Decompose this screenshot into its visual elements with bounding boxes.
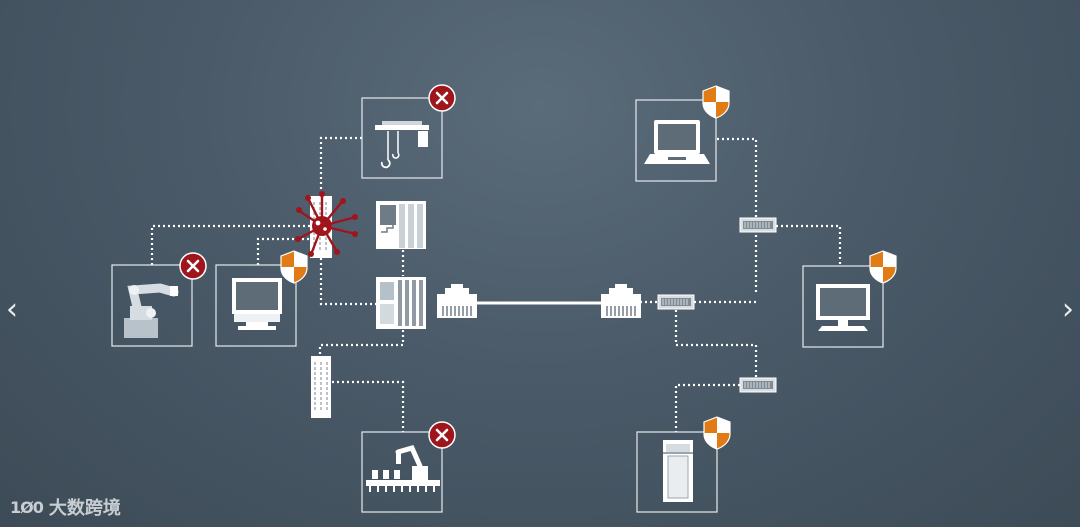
link-monitor <box>256 237 310 265</box>
network-links <box>150 136 842 432</box>
virus-icon <box>295 191 358 257</box>
control-cabinet-icon <box>663 440 693 502</box>
infected-io-module[interactable] <box>295 191 358 258</box>
prev-arrow-icon[interactable]: ‹ <box>6 292 18 327</box>
switch-top-icon[interactable] <box>739 217 777 233</box>
node-control-cabinet[interactable] <box>636 416 731 513</box>
router-right-icon[interactable] <box>600 283 642 319</box>
switch-bottom-icon[interactable] <box>739 377 777 393</box>
switch-main-icon[interactable] <box>657 294 695 310</box>
compromised-icon <box>178 251 208 281</box>
watermark-logo: 1Ø0 <box>10 497 44 517</box>
laptop-icon <box>644 120 710 164</box>
link-laptop-switch <box>717 137 758 294</box>
link-io-assembly <box>332 380 405 432</box>
shield-icon <box>280 250 308 284</box>
shield-icon <box>702 85 730 119</box>
io-rack[interactable] <box>311 356 331 418</box>
monitor-icon <box>232 278 282 330</box>
link-switch-bottom-cabinet <box>674 383 740 432</box>
plc[interactable] <box>376 277 426 329</box>
link-switch-top-pc <box>776 224 842 266</box>
shield-icon <box>703 416 731 450</box>
link-crane <box>319 136 362 212</box>
node-operator-monitor[interactable] <box>215 250 308 347</box>
shield-icon <box>869 250 897 284</box>
next-arrow-icon[interactable]: › <box>1062 292 1074 327</box>
industrial-robot-icon <box>124 283 179 338</box>
watermark: 1Ø0 大数跨境 <box>10 493 121 521</box>
node-assembly-line[interactable] <box>361 420 457 513</box>
node-office-pc[interactable] <box>802 250 897 348</box>
link-plc-io <box>318 330 405 356</box>
desktop-computer-icon <box>816 284 870 331</box>
gantry-crane-icon <box>375 121 429 169</box>
hmi-panel[interactable] <box>376 201 426 249</box>
router-left-icon[interactable] <box>436 283 478 319</box>
compromised-icon <box>427 420 457 450</box>
link-infected-plc <box>319 258 376 306</box>
assembly-robot-icon <box>366 444 440 492</box>
compromised-icon <box>427 83 457 113</box>
watermark-text: 大数跨境 <box>48 498 121 519</box>
link-switch-main-down <box>674 310 758 378</box>
node-crane[interactable] <box>361 83 457 179</box>
node-robot-arm[interactable] <box>111 251 208 347</box>
node-laptop[interactable] <box>635 85 730 182</box>
